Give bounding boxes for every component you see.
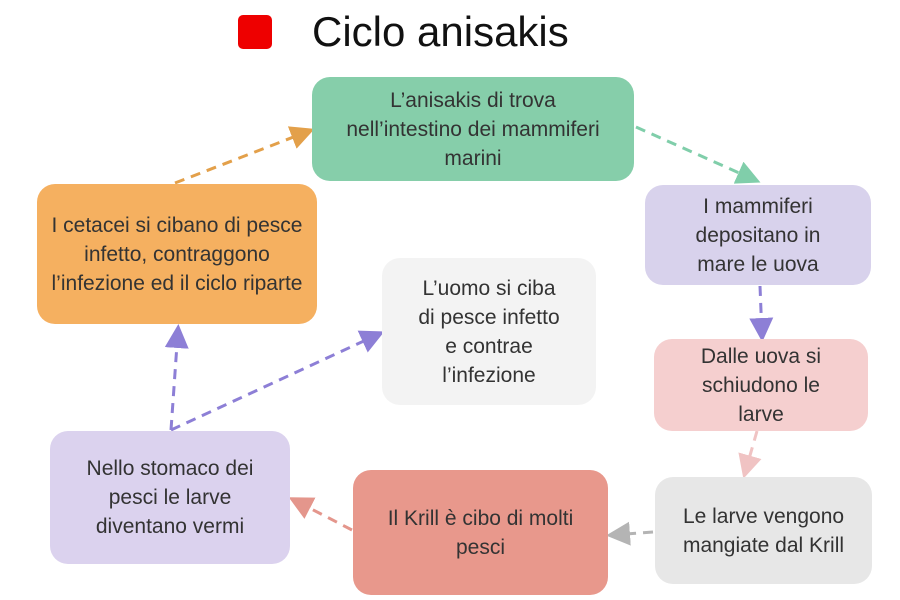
node-krill-fish-food-label: Il Krill è cibo di molti pesci xyxy=(387,506,574,559)
arrow-fish-stomach-to-humans xyxy=(170,330,385,432)
node-cetaceans-infected-label: I cetacei si cibano di pesce infetto, co… xyxy=(51,213,303,295)
node-anisakis-intestine-label: L’anisakis di trova nell’intestino dei m… xyxy=(346,88,600,170)
node-larvae-hatch: Dalle uova si schiudono le larve xyxy=(654,339,868,431)
node-krill-fish-food: Il Krill è cibo di molti pesci xyxy=(353,470,608,595)
node-fish-stomach-worms: Nello stomaco dei pesci le larve diventa… xyxy=(50,431,290,564)
title-marker xyxy=(238,15,272,49)
arrow-eggs-to-hatch xyxy=(749,285,774,342)
node-fish-stomach-worms-label: Nello stomaco dei pesci le larve diventa… xyxy=(86,457,254,538)
arrow-hatch-to-krill-eaten xyxy=(738,430,762,479)
node-krill-eats-larvae: Le larve vengono mangiate dal Krill xyxy=(655,477,872,584)
node-anisakis-intestine: L’anisakis di trova nell’intestino dei m… xyxy=(312,77,634,181)
title-row: Ciclo anisakis xyxy=(238,4,569,60)
node-human-infected-label: L’uomo si ciba di pesce infetto e contra… xyxy=(418,276,560,387)
node-human-infected: L’uomo si ciba di pesce infetto e contra… xyxy=(382,258,596,405)
arrow-krill-eaten-to-krill-food xyxy=(606,521,654,546)
node-krill-eats-larvae-label: Le larve vengono mangiate dal Krill xyxy=(682,504,845,557)
arrow-krill-food-to-fish-stomach xyxy=(288,497,353,532)
node-mammals-lay-eggs: I mammiferi depositano in mare le uova xyxy=(645,185,871,285)
node-larvae-hatch-label: Dalle uova si schiudono le larve xyxy=(700,344,822,426)
arrow-cetaceans-to-intestine xyxy=(174,126,315,185)
arrow-intestine-to-eggs xyxy=(635,125,761,184)
node-mammals-lay-eggs-label: I mammiferi depositano in mare le uova xyxy=(695,194,821,276)
arrow-fish-stomach-to-cetaceans xyxy=(164,324,189,431)
node-cetaceans-infected: I cetacei si cibano di pesce infetto, co… xyxy=(37,184,317,324)
page-title: Ciclo anisakis xyxy=(312,8,569,55)
